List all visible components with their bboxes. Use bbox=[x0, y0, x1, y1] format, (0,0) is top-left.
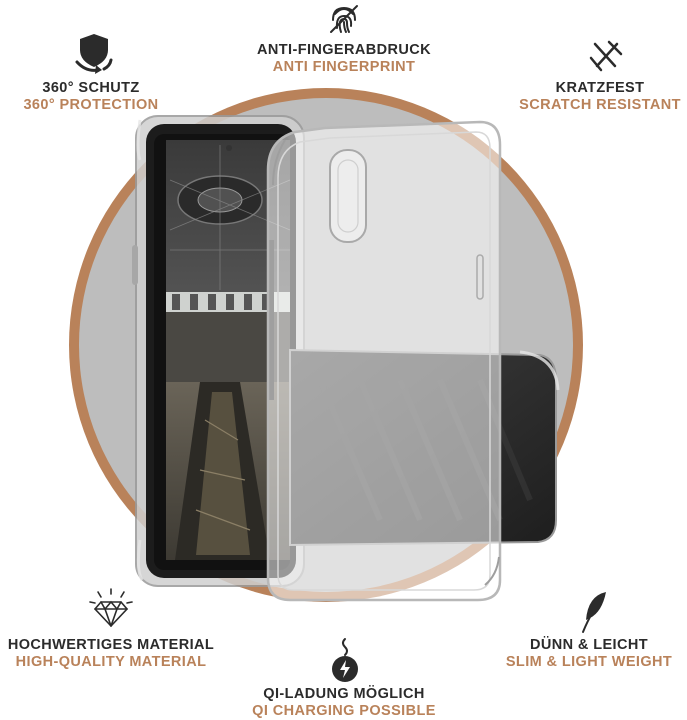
feature-slim-light-de: DÜNN & LEICHT bbox=[530, 637, 648, 653]
feature-high-quality-material-de: HOCHWERTIGES MATERIAL bbox=[7, 637, 215, 653]
clear-case bbox=[266, 120, 502, 602]
fingerprint-icon bbox=[330, 5, 358, 33]
feature-anti-fingerprint-de: ANTI-FINGERABDRUCK bbox=[257, 42, 431, 58]
feature-anti-fingerprint-en: ANTI FINGERPRINT bbox=[272, 59, 416, 75]
feature-slim-light: DÜNN & LEICHT SLIM & LIGHT WEIGHT bbox=[490, 637, 687, 671]
feature-high-quality-material-en: HIGH-QUALITY MATERIAL bbox=[15, 654, 207, 670]
scratch-icon bbox=[589, 40, 623, 72]
feature-qi-charging-en: QI CHARGING POSSIBLE bbox=[252, 703, 436, 719]
feature-anti-fingerprint: ANTI-FINGERABDRUCK ANTI FINGERPRINT bbox=[214, 42, 474, 76]
feather-icon bbox=[582, 592, 606, 633]
front-phone bbox=[132, 115, 305, 587]
feature-slim-light-en: SLIM & LIGHT WEIGHT bbox=[505, 654, 673, 670]
feature-360-protection: 360° SCHUTZ 360° PROTECTION bbox=[6, 80, 176, 114]
feature-scratch-resistant-en: SCRATCH RESISTANT bbox=[519, 97, 681, 113]
diamond-icon bbox=[89, 588, 133, 628]
feature-qi-charging: QI-LADUNG MÖGLICH QI CHARGING POSSIBLE bbox=[234, 686, 454, 720]
feature-360-protection-de: 360° SCHUTZ bbox=[42, 80, 140, 96]
feature-high-quality-material: HOCHWERTIGES MATERIAL HIGH-QUALITY MATER… bbox=[0, 637, 222, 671]
charging-icon bbox=[332, 638, 358, 682]
feature-scratch-resistant-de: KRATZFEST bbox=[555, 80, 645, 96]
shield-rotate-icon bbox=[75, 34, 113, 74]
feature-360-protection-en: 360° PROTECTION bbox=[23, 97, 159, 113]
feature-scratch-resistant: KRATZFEST SCRATCH RESISTANT bbox=[510, 80, 687, 114]
feature-qi-charging-de: QI-LADUNG MÖGLICH bbox=[263, 686, 425, 702]
